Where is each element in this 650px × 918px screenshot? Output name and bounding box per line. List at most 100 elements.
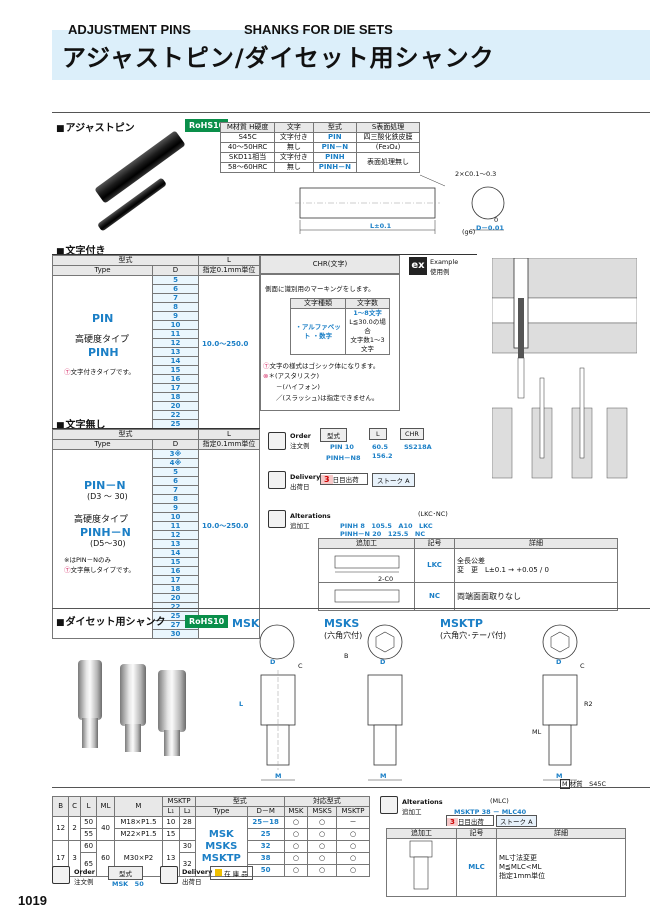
phone-icon [268,432,286,450]
order-label: Order [290,432,311,440]
d-value: 14 [152,356,199,366]
shank-msks-body [120,664,146,726]
chr-table-h1: 文字種類 [289,298,347,309]
dim-chamfer: 2×C0.1～0.3 [455,170,497,178]
cell: － [335,816,371,829]
label-msk: MSK [232,617,260,630]
chr-header: CHR(文字) [260,255,400,274]
lkc-drawing [334,555,399,573]
alter-mlc-d1: ML寸法変更 [499,854,537,862]
alter-code: (MLC) [490,797,509,805]
alter-label: Alterations [402,798,443,806]
l-cell [198,449,260,639]
alter-th: 詳細 [496,828,626,839]
page-title: アジャストピン/ダイセット用シャンク [62,44,495,72]
d-value: 16 [152,566,199,576]
cell: M18×P1.5 [113,816,164,829]
chr-types: ・アルファベット ・数字 [289,308,347,355]
d-value: 8 [152,302,199,312]
th-M: M [113,796,164,817]
alter-code: (LKC･NC) [418,510,448,518]
example-jp: 使用例 [430,268,450,276]
chr-note2: ⊗＊(アスタリスク) [263,372,320,380]
spec-cell: 無し [274,142,314,153]
page-header [0,0,650,80]
delivery-days: 3 [321,475,333,484]
d-value: 14 [152,548,199,558]
cell: ○ [307,828,337,841]
shank-dim-B: B [344,652,349,660]
th-C: C [68,796,81,817]
alter-mlc: MLC [456,838,497,897]
spec-cell: S45C [219,132,276,143]
material-spec-table: M材質 H硬度 文字 型式 S表面処理 S45C 文字付き PIN 四三酸化鉄皮… [219,122,420,173]
delivery-label: Delivery [182,868,213,876]
phone-icon [52,866,70,884]
alter-label: Alterations [290,512,331,520]
d-value: 11 [152,329,199,339]
d-value: 7 [152,293,199,303]
delivery-jp: 出荷日 [182,878,202,886]
alter-lkc-detail2: 変 更 [457,565,478,574]
spec-header: 文字 [274,122,314,133]
example-drawing [492,258,637,479]
chr-table-h2: 文字数 [345,298,390,309]
order-row2-l: 156.2 [372,452,393,460]
shank-msktp-dim-C: C [580,662,585,670]
shank-dim-M: M [275,772,282,780]
d-value: 20 [152,593,199,603]
label-msktp: MSKTP [440,617,483,630]
title-en-adjustment-pins: ADJUSTMENT PINS [68,22,191,37]
shank-dim-L: L [239,700,244,708]
pin-dimension-drawing [295,174,505,234]
order-row1-l: 60.5 [372,443,389,451]
header-type: Type [52,439,153,450]
section4-title: ダイセット用シャンク [56,613,166,628]
section3-title: 文字無し [56,416,106,431]
d-value: 8 [152,494,199,504]
th-B: B [51,796,70,817]
section1-title: アジャストピン [56,119,135,134]
delivery-stock: 在 庫 品 [210,866,253,880]
cell: ○ [283,864,309,877]
dim-D: D－0.01 [476,224,504,232]
shank-msktp-body [158,670,186,732]
type-note: Ⓣ文字付きタイプです。 [64,368,135,376]
shank-dim-ML: ML [532,728,542,736]
chr-count-1: 1～8文字 [353,309,382,317]
th-L: L [79,796,98,817]
order-h-type: 型式 [320,428,347,442]
type-pinn: PIN－N [84,479,126,492]
spec-cell: 文字付き [274,152,314,163]
cell: ○ [307,864,337,877]
alter-th: 記号 [456,828,497,839]
d-value: 12 [152,530,199,540]
shank-dim-R2: R2 [584,700,593,708]
cell: 60 [79,840,98,853]
d-value: 15 [152,365,199,375]
d-value: 17 [152,575,199,585]
cell: ○ [283,852,309,865]
shank-msks-dim-M: M [380,772,387,780]
alter-nc: NC [414,582,455,611]
label-msks: MSKS [324,617,360,630]
delivery-days-label: 日目出荷 [332,476,359,484]
order-row2-type: PINH－N8 [326,454,361,462]
th-ML: ML [96,796,115,817]
cell: 2 [68,816,81,841]
type-hard-label: 高硬度タイプ [75,335,130,345]
d-value: 18 [152,392,199,402]
delivery-jp: 出荷日 [290,483,310,491]
order-h-l: L [369,428,387,440]
spec-cell: 40～50HRC [219,142,276,153]
d-value: 11 [152,521,199,531]
title-en-shanks: SHANKS FOR DIE SETS [244,22,393,37]
th-msks: MSKS [307,806,337,817]
page-number: 1019 [18,893,47,908]
d-value: 18 [152,584,199,594]
spec-header: S表面処理 [356,122,420,133]
cell-dm: 32 [246,840,285,853]
